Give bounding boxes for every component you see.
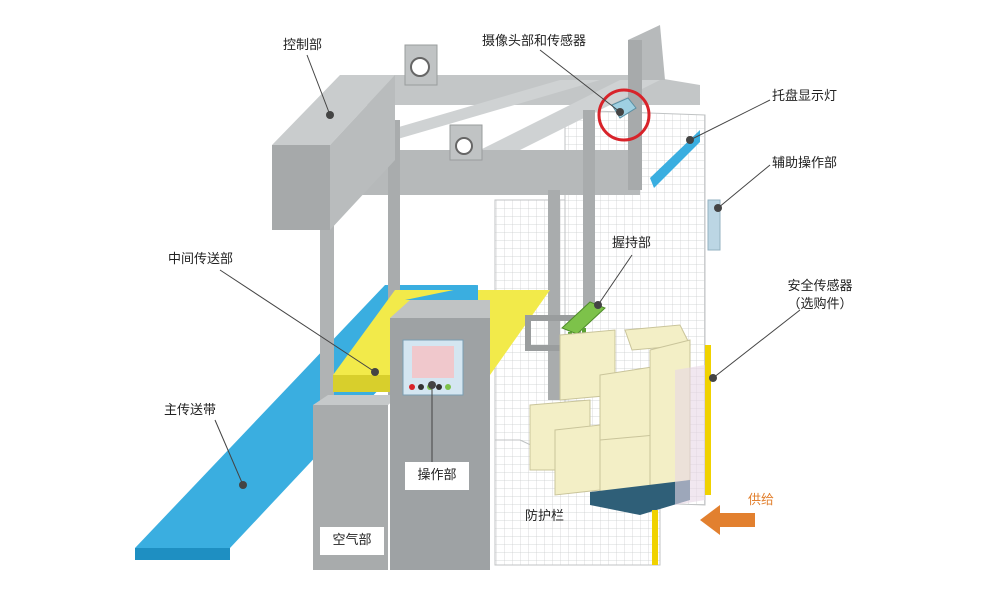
label-camera-sensor: 摄像头部和传感器 <box>482 34 587 49</box>
label-supply: 供给 <box>748 493 775 508</box>
label-guard: 防护栏 <box>525 509 565 524</box>
label-aux-operation: 辅助操作部 <box>772 156 838 171</box>
label-air: 空气部 <box>320 527 384 555</box>
label-control: 控制部 <box>283 38 323 53</box>
safety-sensor-post-2 <box>652 510 658 565</box>
camera-sensor-highlight <box>597 88 651 142</box>
label-operation: 操作部 <box>405 462 469 490</box>
pallet-indicator-light <box>650 130 700 188</box>
label-main-belt: 主传送带 <box>164 403 217 418</box>
label-pallet-light: 托盘显示灯 <box>772 89 838 104</box>
gantry-post-left <box>320 190 334 460</box>
pallet <box>590 480 690 515</box>
aux-operation-box <box>707 199 721 251</box>
label-safety-sensor-optional: （选购件） <box>787 297 853 312</box>
safety-sensor-post-1 <box>705 345 711 495</box>
supply-arrow <box>700 505 755 535</box>
label-safety-sensor: 安全传感器 <box>787 279 853 294</box>
control-cabinet <box>272 75 395 145</box>
label-middle-conveyor: 中间传送部 <box>168 252 234 267</box>
label-gripper: 握持部 <box>612 236 652 251</box>
